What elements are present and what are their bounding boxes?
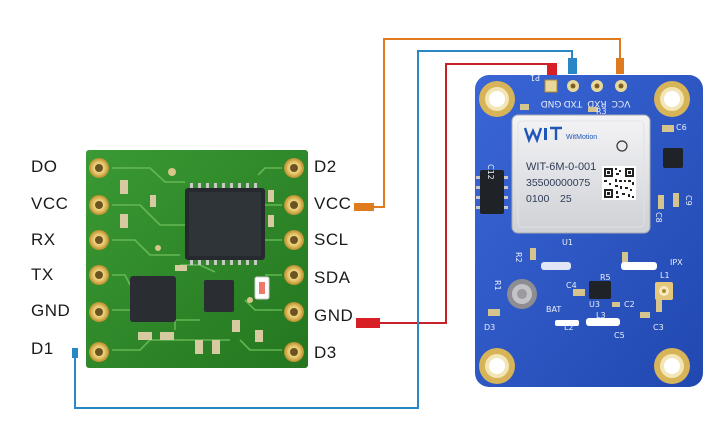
silk-r2: R2 xyxy=(514,252,523,263)
vcc-wire-end-right xyxy=(616,58,624,74)
gps-label-gnd: GND xyxy=(541,98,562,108)
regulator-chip xyxy=(204,280,234,312)
module-code-a: 0100 xyxy=(526,193,550,205)
gnd-wire-end-right xyxy=(547,63,557,79)
vcc-wire xyxy=(372,38,621,208)
ic-chip-left xyxy=(480,170,504,214)
witmotion-logo: WitMotion xyxy=(523,126,597,144)
gnd-wire xyxy=(378,63,550,324)
gps-label-p1: P1 xyxy=(530,73,540,82)
pin-label-do: DO xyxy=(31,157,58,176)
pin-label-d3: D3 xyxy=(314,343,337,362)
imu-sensor-chip xyxy=(130,276,176,322)
backup-battery-icon xyxy=(507,279,537,309)
gps-mount-holes xyxy=(479,81,690,384)
silk-c8: C8 xyxy=(654,212,663,223)
gps-module-shield: WitMotion WIT-6M-0-001 35500000075 0100 … xyxy=(511,114,651,234)
watermark: 知乎 @维特智能 xyxy=(547,392,671,411)
module-code-b: 25 xyxy=(560,193,572,205)
silk-c6: C6 xyxy=(676,123,687,132)
gps-label-vcc: VCC xyxy=(612,98,631,108)
gps-header-pads xyxy=(544,79,627,93)
pin-label-scl: SCL xyxy=(314,230,349,249)
silk-c5: C5 xyxy=(614,331,625,340)
gps-label-txd: TXD xyxy=(564,98,584,108)
pin-label-d2: D2 xyxy=(314,157,337,176)
pin-label-gnd-right: GND xyxy=(314,306,354,325)
imu-board xyxy=(86,150,308,368)
pin-label-d1: D1 xyxy=(31,339,54,358)
silk-r1: R1 xyxy=(493,280,502,291)
pin-label-tx: TX xyxy=(31,265,54,284)
gps-silk-labels: C12 R3 C6 C9 C8 U1 R2 R5 R1 BAT C4 U3 L3… xyxy=(484,107,693,340)
pin-label-gnd-left: GND xyxy=(31,301,71,320)
imu-pads-left xyxy=(89,158,109,362)
signal-wire xyxy=(74,50,573,409)
silk-d3: D3 xyxy=(484,323,495,332)
pin-label-sda: SDA xyxy=(314,268,351,287)
silk-ipx: IPX xyxy=(670,258,683,267)
silk-c2: C2 xyxy=(624,300,635,309)
gps-board: GND TXD RXD VCC P1 WitMotion WIT-6M-0-00… xyxy=(475,73,703,387)
silk-c9: C9 xyxy=(684,195,693,206)
pin-label-vcc-left: VCC xyxy=(31,194,69,213)
silk-c3: C3 xyxy=(653,323,664,332)
imu-pads-right xyxy=(284,158,304,362)
gnd-wire-end-left xyxy=(356,318,380,328)
signal-wire-end-left xyxy=(72,348,78,358)
ipx-connector-icon xyxy=(655,282,673,300)
pin-label-vcc-right: VCC xyxy=(314,194,352,213)
ic-chip-u3 xyxy=(589,281,611,299)
gps-label-rxd: RXD xyxy=(587,98,606,108)
silk-u3: U3 xyxy=(589,300,600,309)
qr-code-icon xyxy=(602,166,636,200)
silk-r3: R3 xyxy=(596,107,607,116)
pin-label-rx: RX xyxy=(31,230,56,249)
silk-r5: R5 xyxy=(600,273,611,282)
silk-l1: L1 xyxy=(660,271,670,280)
silk-u1: U1 xyxy=(562,238,573,247)
signal-wire-end-right xyxy=(568,58,577,74)
module-serial: 35500000075 xyxy=(526,177,590,189)
silk-l2: L2 xyxy=(564,323,574,332)
transistor-right xyxy=(663,148,683,168)
gps-header-labels: GND TXD RXD VCC P1 xyxy=(530,73,630,108)
silk-l3: L3 xyxy=(596,311,606,320)
silk-c4: C4 xyxy=(566,281,577,290)
vcc-wire-end-left xyxy=(354,203,374,211)
module-brand: WitMotion xyxy=(566,134,597,141)
silk-c12: C12 xyxy=(486,164,495,180)
silk-bat: BAT xyxy=(546,305,561,314)
module-model: WIT-6M-0-001 xyxy=(526,161,596,173)
cert-mark-icon xyxy=(616,140,628,152)
